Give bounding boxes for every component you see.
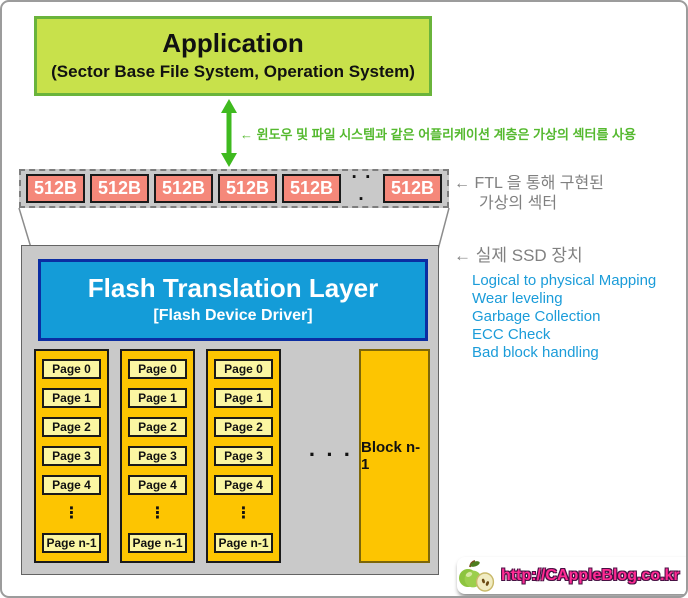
page-cell: Page 2 [128, 417, 187, 437]
blog-url-link[interactable]: http://CAppleBlog.co.kr [501, 566, 680, 584]
page-cell: Page 0 [128, 359, 187, 379]
vertical-ellipsis: ⋮ [63, 505, 80, 522]
page-cell: Page n-1 [214, 533, 273, 553]
sector-512b: 512B [218, 174, 277, 203]
annotation-virtual-sector-usage: ← 윈도우 및 파일 시스템과 같은 어플리케이션 계층은 가상의 섹터를 사용 [240, 127, 636, 142]
application-subtitle: (Sector Base File System, Operation Syst… [51, 62, 415, 81]
sector-512b: 512B [26, 174, 85, 203]
page-cell: Page n-1 [128, 533, 187, 553]
page-cell: Page 0 [214, 359, 273, 379]
sector-512b: 512B [282, 174, 341, 203]
ftl-function-list: Logical to physical Mapping Wear levelin… [472, 272, 656, 362]
page-cell: Page 4 [214, 475, 273, 495]
vertical-ellipsis: ⋮ [149, 505, 166, 522]
page-cell: Page 0 [42, 359, 101, 379]
page-cell: Page 3 [42, 446, 101, 466]
flash-block-column: Page 0 Page 1 Page 2 Page 3 Page 4 ⋮ Pag… [34, 349, 109, 563]
application-title: Application [162, 28, 304, 58]
ftl-subtitle: [Flash Device Driver] [153, 307, 313, 324]
page-cell: Page 1 [214, 388, 273, 408]
application-box: Application (Sector Base File System, Op… [34, 16, 432, 96]
page-cell: Page 2 [42, 417, 101, 437]
annotation-ftl-virtual-sector-line1: ← FTL 을 통해 구현된 [454, 175, 604, 192]
sector-512b: 512B [154, 174, 213, 203]
page-cell: Page 3 [214, 446, 273, 466]
page-cell: Page 4 [42, 475, 101, 495]
page-cell: Page 3 [128, 446, 187, 466]
sector-512b: 512B [90, 174, 149, 203]
ssd-device-box: Flash Translation Layer [Flash Device Dr… [21, 245, 439, 575]
page-cell: Page 1 [128, 388, 187, 408]
ftl-function: ECC Check [472, 326, 551, 343]
page-cell: Page n-1 [42, 533, 101, 553]
annotation-real-ssd-device: ← 실제 SSD 장치 [454, 246, 583, 265]
sector-ellipsis: · · · [351, 166, 373, 210]
ftl-title: Flash Translation Layer [87, 273, 379, 303]
flash-block-column: Page 0 Page 1 Page 2 Page 3 Page 4 ⋮ Pag… [120, 349, 195, 563]
block-n-1: Block n-1 [359, 349, 430, 563]
sector-512b: 512B [383, 174, 442, 203]
ftl-function: Logical to physical Mapping [472, 272, 657, 289]
ftl-box: Flash Translation Layer [Flash Device Dr… [38, 259, 428, 341]
page-cell: Page 4 [128, 475, 187, 495]
double-arrow-icon [221, 99, 237, 167]
page-cell: Page 2 [214, 417, 273, 437]
ftl-function: Bad block handling [472, 344, 599, 361]
flash-block-column: Page 0 Page 1 Page 2 Page 3 Page 4 ⋮ Pag… [206, 349, 281, 563]
ftl-function: Garbage Collection [472, 308, 601, 325]
block-ellipsis: · · · [308, 442, 354, 467]
page-cell: Page 1 [42, 388, 101, 408]
ftl-function: Wear leveling [472, 290, 563, 307]
apple-icon [459, 559, 495, 592]
virtual-sector-strip: 512B 512B 512B 512B 512B · · · 512B [19, 166, 449, 210]
vertical-ellipsis: ⋮ [235, 505, 252, 522]
annotation-ftl-virtual-sector-line2: 가상의 섹터 [479, 195, 558, 212]
blog-logo-plaque: http://CAppleBlog.co.kr [457, 557, 686, 594]
